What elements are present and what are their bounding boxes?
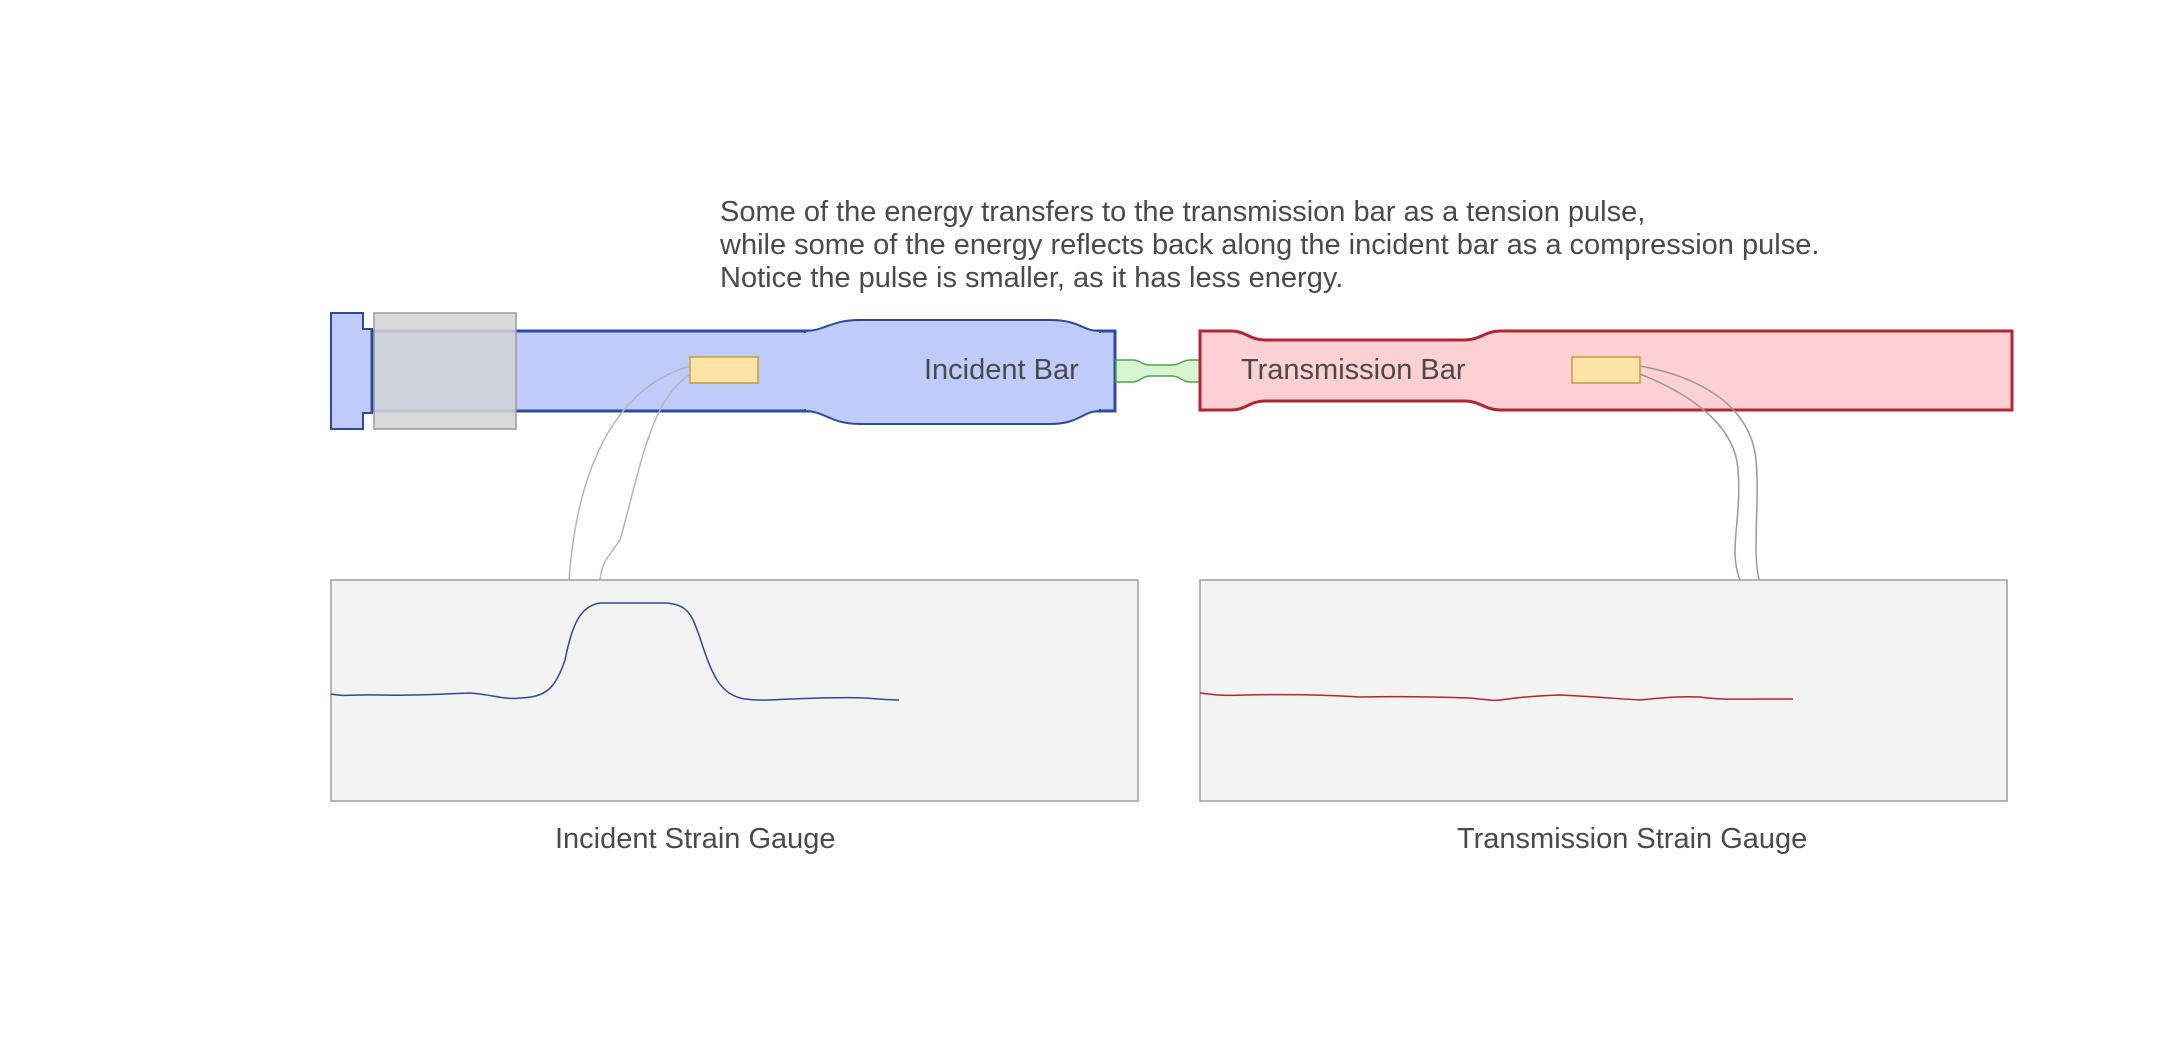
transmission-gauge-patch xyxy=(1571,356,1641,384)
transmission-gauge-wire-a xyxy=(1639,365,1760,581)
incident-scope-panel xyxy=(330,579,1139,802)
bar-clamp xyxy=(373,312,517,430)
incident-gauge-label: Incident Strain Gauge xyxy=(555,823,836,855)
incident-bar-label: Incident Bar xyxy=(924,354,1079,386)
transmission-signal-trace xyxy=(1199,692,1793,702)
caption-line-1: Some of the energy transfers to the tran… xyxy=(720,196,1646,228)
specimen xyxy=(1115,359,1201,383)
explanation-caption: Some of the energy transfers to the tran… xyxy=(720,196,1819,295)
transmission-scope-panel xyxy=(1199,579,2008,802)
transmission-gauge-label: Transmission Strain Gauge xyxy=(1457,823,1808,855)
caption-line-2: while some of the energy reflects back a… xyxy=(720,229,1820,261)
incident-gauge-patch xyxy=(689,356,759,384)
caption-line-3: Notice the pulse is smaller, as it has l… xyxy=(720,262,1344,294)
striker-flange xyxy=(330,312,373,430)
incident-gauge-wire-b xyxy=(599,373,691,581)
transmission-bar-label: Transmission Bar xyxy=(1241,354,1466,386)
incident-signal-trace xyxy=(330,602,900,701)
incident-gauge-wire-a xyxy=(568,365,691,581)
transmission-gauge-wire-b xyxy=(1639,373,1741,581)
